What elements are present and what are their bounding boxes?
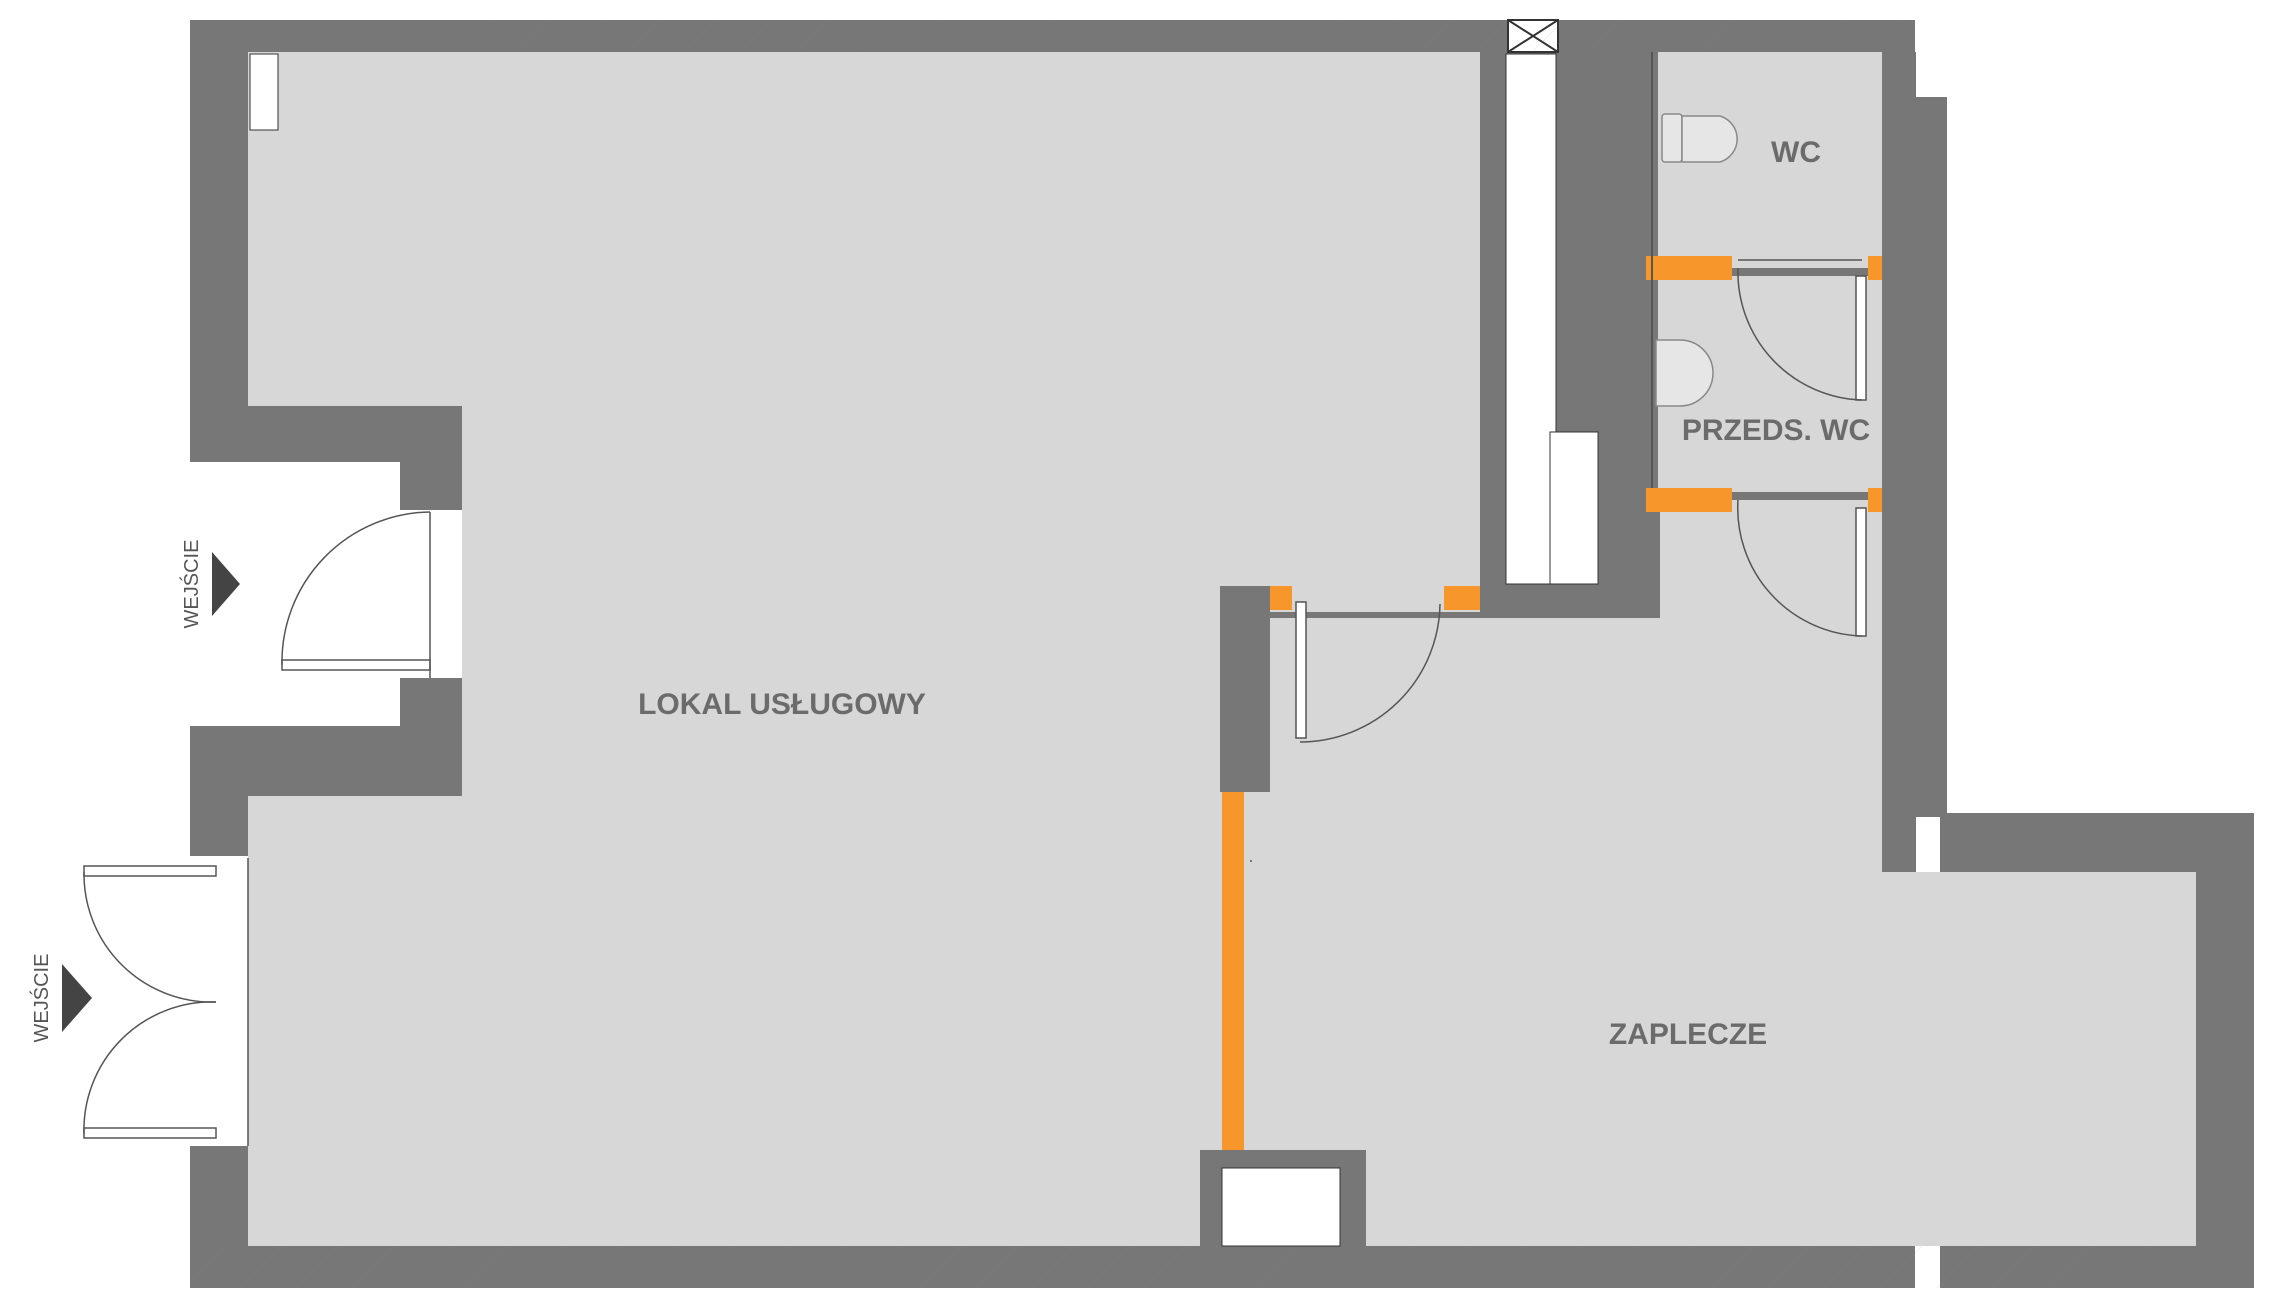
entrance-label-lower: WEJŚCIE [29,954,53,1043]
interior-walls [1200,52,1916,1246]
room-label-wc-lobby: PRZEDS. WC [1682,414,1870,447]
fixtures [1651,52,1738,488]
partitions [1222,256,1882,1150]
doors [83,259,1867,1146]
entrance-markers [62,552,240,1032]
entrance-jambs [190,406,462,1288]
sink-icon [1655,339,1714,407]
entrance-arrow-icon [212,552,240,616]
floor-areas [248,52,2196,1246]
toilet-icon [1661,113,1738,163]
room-label-back: ZAPLECZE [1609,1018,1767,1051]
entrance-label-upper: WEJŚCIE [179,540,203,629]
shafts [249,19,1599,1247]
room-label-wc: WC [1771,136,1821,169]
room-label-main: LOKAL USŁUGOWY [638,688,926,721]
exterior-cutouts [0,0,2272,1150]
wall-hatch [190,20,2254,1288]
entrance-arrow-icon [62,964,92,1032]
